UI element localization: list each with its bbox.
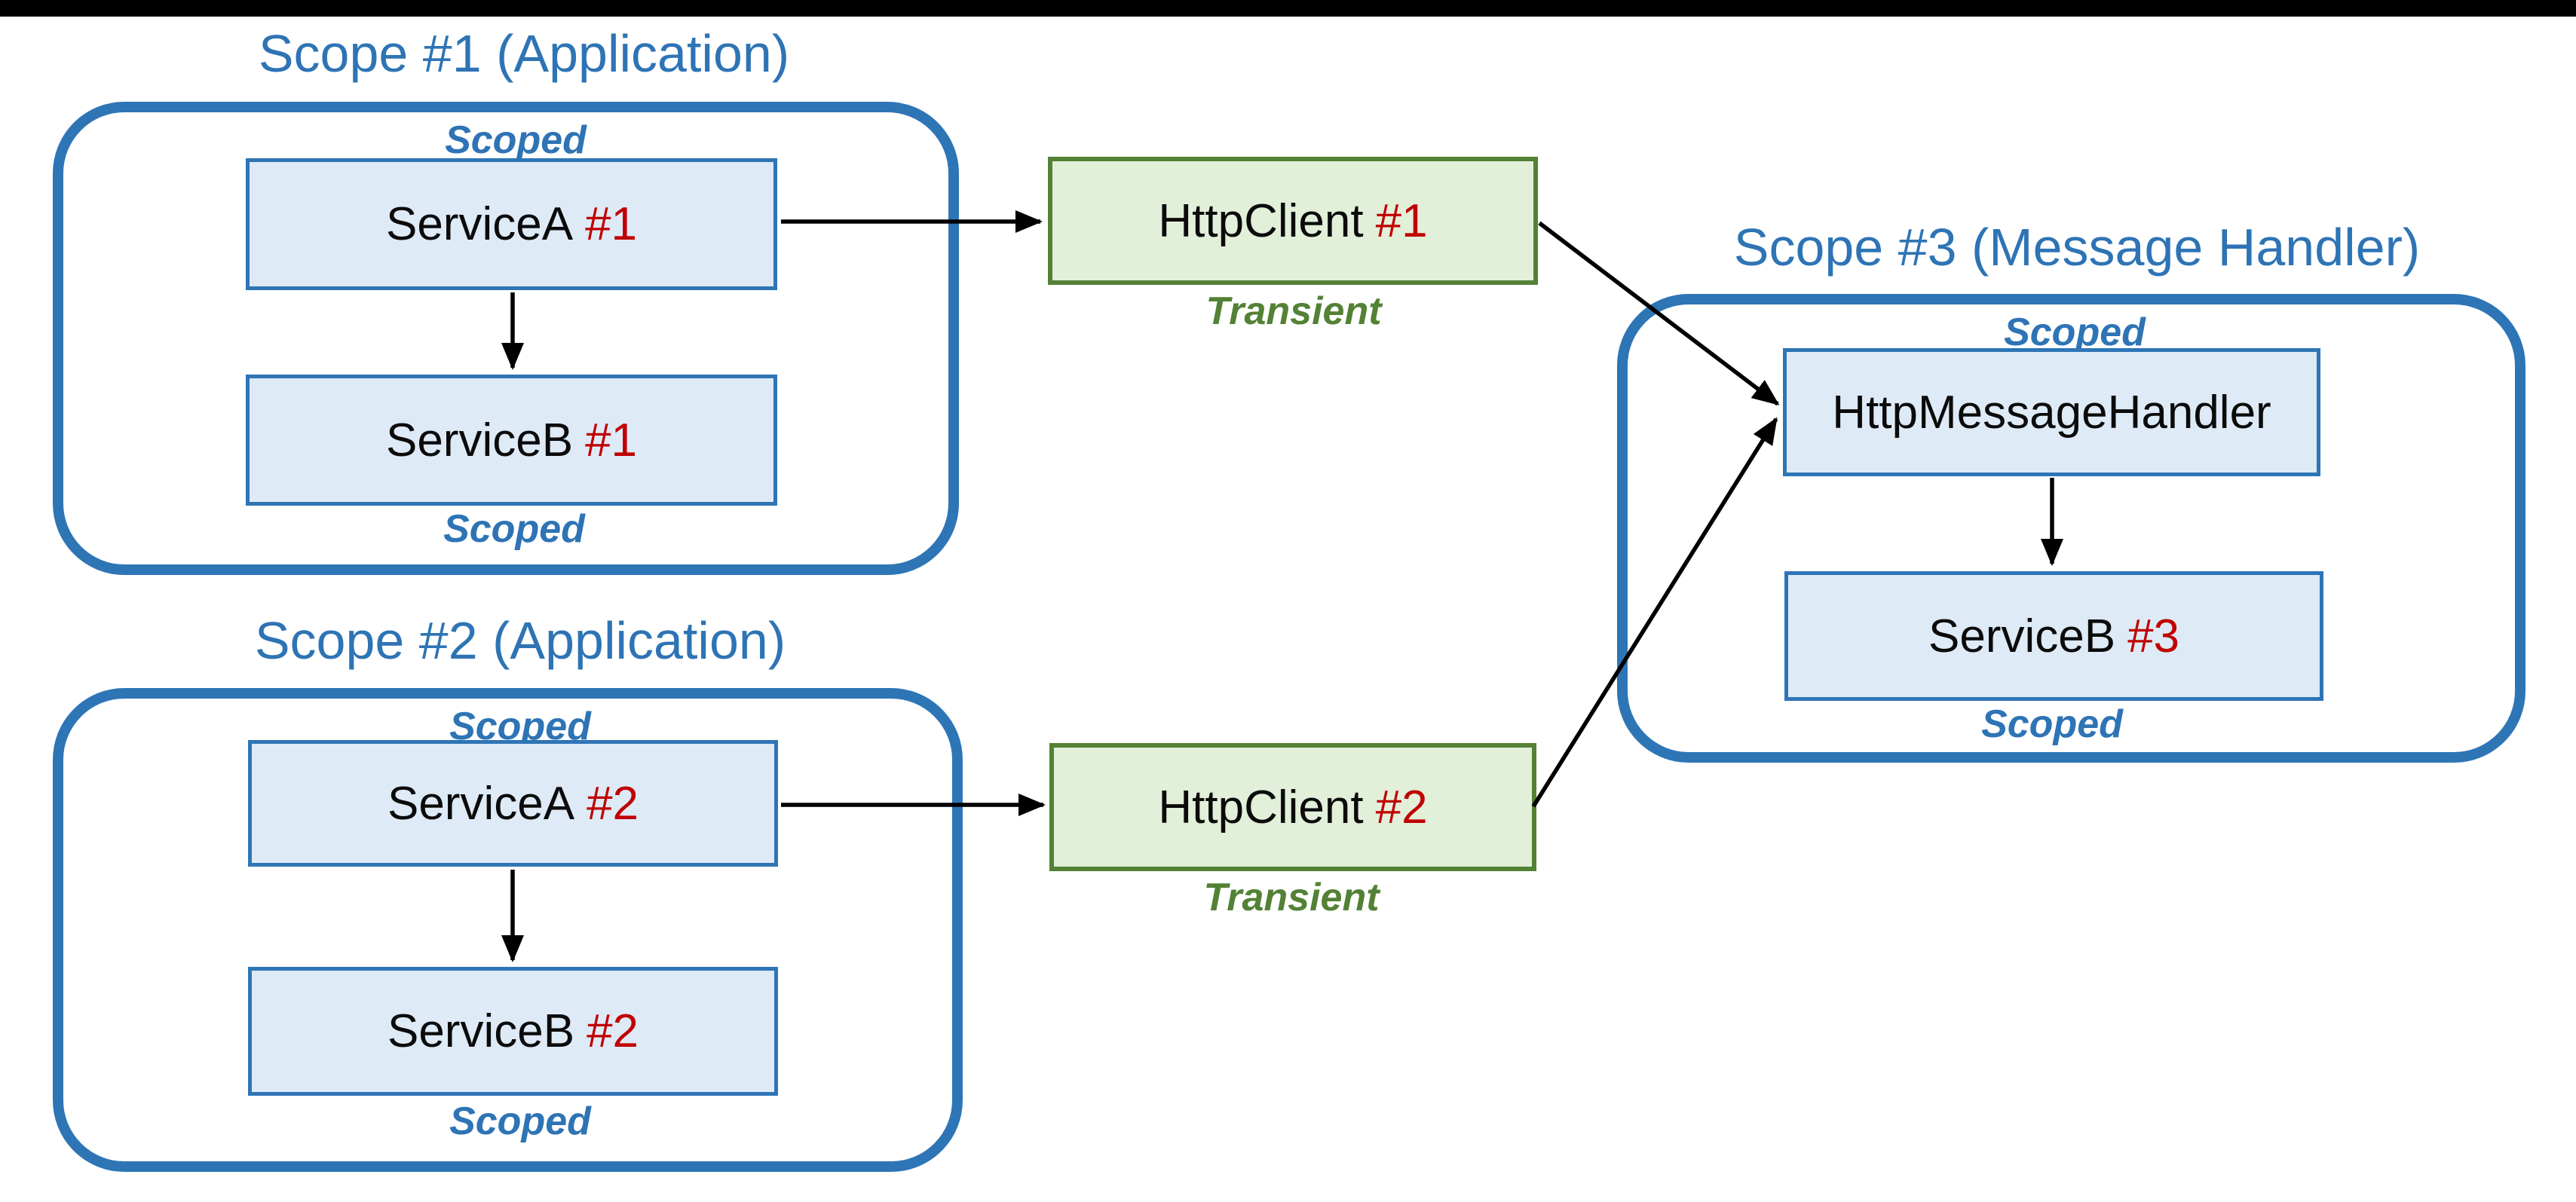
- httpclient2-transient-label: Transient: [1203, 876, 1380, 919]
- letterbox-top-bar: [0, 0, 2576, 17]
- node-service-a2-tag: #2: [587, 777, 639, 830]
- scope1-scoped-label-top: Scoped: [445, 118, 587, 162]
- node-service-b1: ServiceB #1: [246, 375, 777, 506]
- node-httpclient2-tag: #2: [1375, 781, 1428, 833]
- scope1-title: Scope #1 (Application): [258, 24, 790, 83]
- node-httpclient2: HttpClient #2: [1049, 743, 1536, 871]
- scope2-boundary: [53, 688, 963, 1172]
- node-service-b3-name: ServiceB: [1928, 610, 2116, 662]
- node-service-b3: ServiceB #3: [1784, 571, 2323, 701]
- node-service-b2-tag: #2: [587, 1005, 639, 1057]
- scope3-scoped-label-bottom: Scoped: [1981, 702, 2123, 746]
- node-service-a2: ServiceA #2: [248, 740, 778, 867]
- httpclient1-transient-label: Transient: [1205, 289, 1382, 333]
- scope1-scoped-label-bottom: Scoped: [443, 507, 585, 551]
- node-service-b1-name: ServiceB: [385, 414, 574, 466]
- node-httpclient1-name: HttpClient: [1158, 194, 1364, 247]
- node-service-a2-name: ServiceA: [387, 777, 575, 830]
- scope2-scoped-label-bottom: Scoped: [449, 1100, 591, 1143]
- node-service-b1-tag: #1: [585, 414, 638, 466]
- node-service-a1: ServiceA #1: [246, 158, 777, 290]
- scope3-title: Scope #3 (Message Handler): [1733, 218, 2421, 277]
- node-httpclient1-tag: #1: [1375, 194, 1428, 247]
- scope3-scoped-label-top: Scoped: [2004, 310, 2146, 354]
- scope2-title: Scope #2 (Application): [254, 611, 786, 670]
- node-service-a1-name: ServiceA: [385, 198, 574, 250]
- node-httpmessagehandler-name: HttpMessageHandler: [1832, 386, 2271, 439]
- node-service-b3-tag: #3: [2127, 610, 2180, 662]
- node-httpclient2-name: HttpClient: [1158, 781, 1364, 833]
- node-service-b2: ServiceB #2: [248, 967, 778, 1096]
- node-httpmessagehandler: HttpMessageHandler: [1783, 348, 2320, 476]
- node-httpclient1: HttpClient #1: [1048, 157, 1538, 285]
- node-service-a1-tag: #1: [585, 198, 638, 250]
- scope3-boundary: [1617, 294, 2525, 763]
- node-service-b2-name: ServiceB: [387, 1005, 575, 1057]
